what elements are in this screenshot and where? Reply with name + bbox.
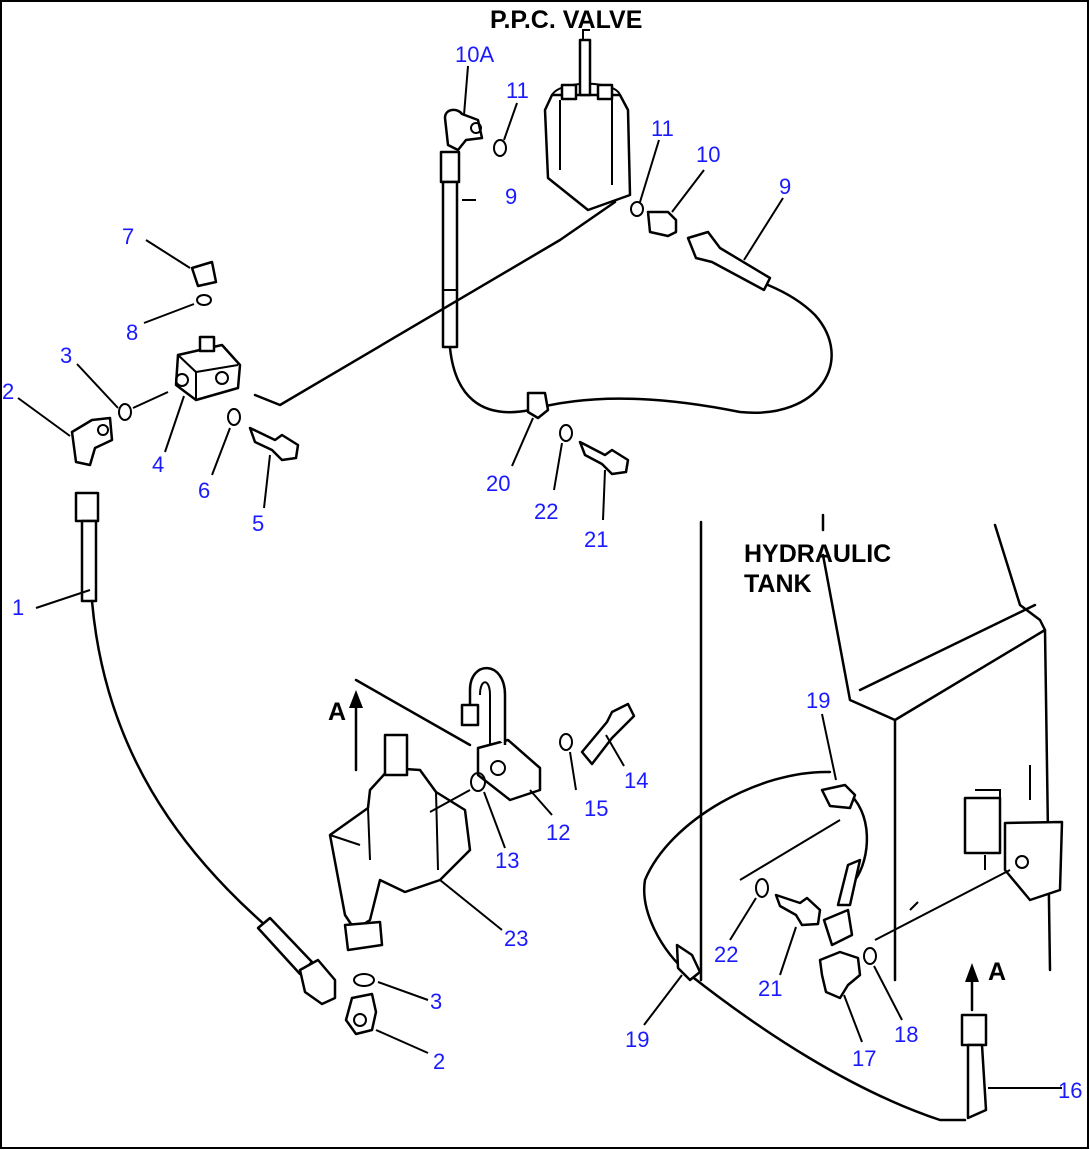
callout-9-right: 9 — [779, 174, 791, 199]
callout-6: 6 — [198, 478, 210, 503]
callout-8: 8 — [126, 320, 138, 345]
fitting-10a-elbow — [443, 108, 484, 152]
o-ring-3-top — [118, 403, 132, 421]
hose-9-left — [439, 150, 461, 349]
callout-12: 12 — [546, 820, 570, 845]
callout-17: 17 — [852, 1046, 876, 1071]
o-ring-11-right — [630, 201, 644, 217]
callout-9-left: 9 — [505, 184, 517, 209]
ppc-valve-body — [543, 29, 632, 212]
pilot-line-upper — [253, 200, 617, 407]
hose-9-right — [686, 230, 772, 292]
callout-21-top: 21 — [584, 527, 608, 552]
hose-16 — [960, 1013, 988, 1120]
o-ring-18 — [863, 947, 877, 965]
callout-22-top: 22 — [534, 499, 558, 524]
callout-20: 20 — [486, 471, 510, 496]
o-ring-13-leader — [429, 789, 471, 813]
title-hydraulic-tank-line1: HYDRAULIC — [744, 540, 891, 568]
title-hydraulic-tank-line2: TANK — [744, 570, 812, 598]
o-ring-8 — [196, 294, 212, 306]
callout-2-bottom: 2 — [433, 1049, 445, 1074]
bolt-5 — [248, 426, 300, 462]
o-ring-3-bottom — [353, 973, 375, 987]
view-label-a-left: A — [328, 698, 346, 726]
callout-18: 18 — [894, 1022, 918, 1047]
title-ppc-valve: P.P.C. VALVE — [490, 6, 642, 34]
callout-23: 23 — [504, 926, 528, 951]
elbow-17 — [818, 950, 862, 1000]
elbow-2-bottom — [344, 992, 378, 1036]
hose-to-elbow-17 — [822, 858, 862, 947]
callout-11-right: 11 — [651, 116, 674, 141]
block-4 — [174, 335, 242, 402]
callout-7: 7 — [122, 224, 134, 249]
flange-12 — [460, 666, 542, 802]
washer-6 — [227, 408, 241, 426]
clamp-19-top — [820, 783, 857, 810]
callout-5: 5 — [252, 511, 264, 536]
callout-14: 14 — [624, 768, 648, 793]
callout-10: 10 — [696, 142, 720, 167]
callout-11-left: 11 — [506, 78, 529, 103]
plug-7 — [190, 260, 218, 288]
leader-lines — [17, 65, 1062, 1089]
callout-15: 15 — [584, 796, 608, 821]
callout-3-bottom: 3 — [430, 989, 442, 1014]
clamp-19-bottom — [675, 943, 702, 982]
washer-22-top — [559, 424, 573, 442]
pilot-hose-loop — [448, 283, 833, 414]
callout-10a: 10A — [455, 42, 494, 67]
callout-13: 13 — [495, 848, 519, 873]
hose-1 — [74, 491, 337, 1006]
callout-1: 1 — [12, 595, 24, 620]
callout-19-top: 19 — [806, 688, 830, 713]
callout-19-bottom: 19 — [625, 1027, 649, 1052]
line-to-clamp — [739, 819, 841, 881]
control-valve-23 — [328, 733, 472, 952]
view-arrow-a-left — [349, 678, 472, 772]
o-ring-11-left — [493, 139, 507, 157]
bolt-21-bottom — [774, 893, 822, 927]
callout-16: 16 — [1058, 1078, 1082, 1103]
elbow-2-top — [70, 416, 114, 467]
washer-15 — [559, 733, 573, 751]
callout-3-top: 3 — [60, 343, 72, 368]
view-label-a-right: A — [988, 958, 1006, 986]
drain-line-tank — [642, 770, 967, 1122]
callout-2-top: 2 — [2, 379, 14, 404]
fitting-10 — [646, 210, 678, 238]
clamp-20 — [526, 391, 550, 420]
bolt-14 — [580, 702, 636, 766]
callout-22-bottom: 22 — [714, 942, 738, 967]
washer-22-bottom — [755, 878, 769, 898]
callouts: 10A 11 11 10 9 9 7 8 3 2 4 6 5 20 22 21 … — [2, 42, 1082, 1103]
view-arrow-a-right — [965, 963, 979, 1012]
hydraulic-tank — [699, 513, 1064, 982]
callout-4: 4 — [152, 452, 164, 477]
line-to-tank-fitting — [874, 869, 1011, 941]
bolt-21-top — [578, 440, 630, 476]
callout-21-bottom: 21 — [758, 976, 782, 1001]
o-ring-13 — [470, 772, 486, 792]
